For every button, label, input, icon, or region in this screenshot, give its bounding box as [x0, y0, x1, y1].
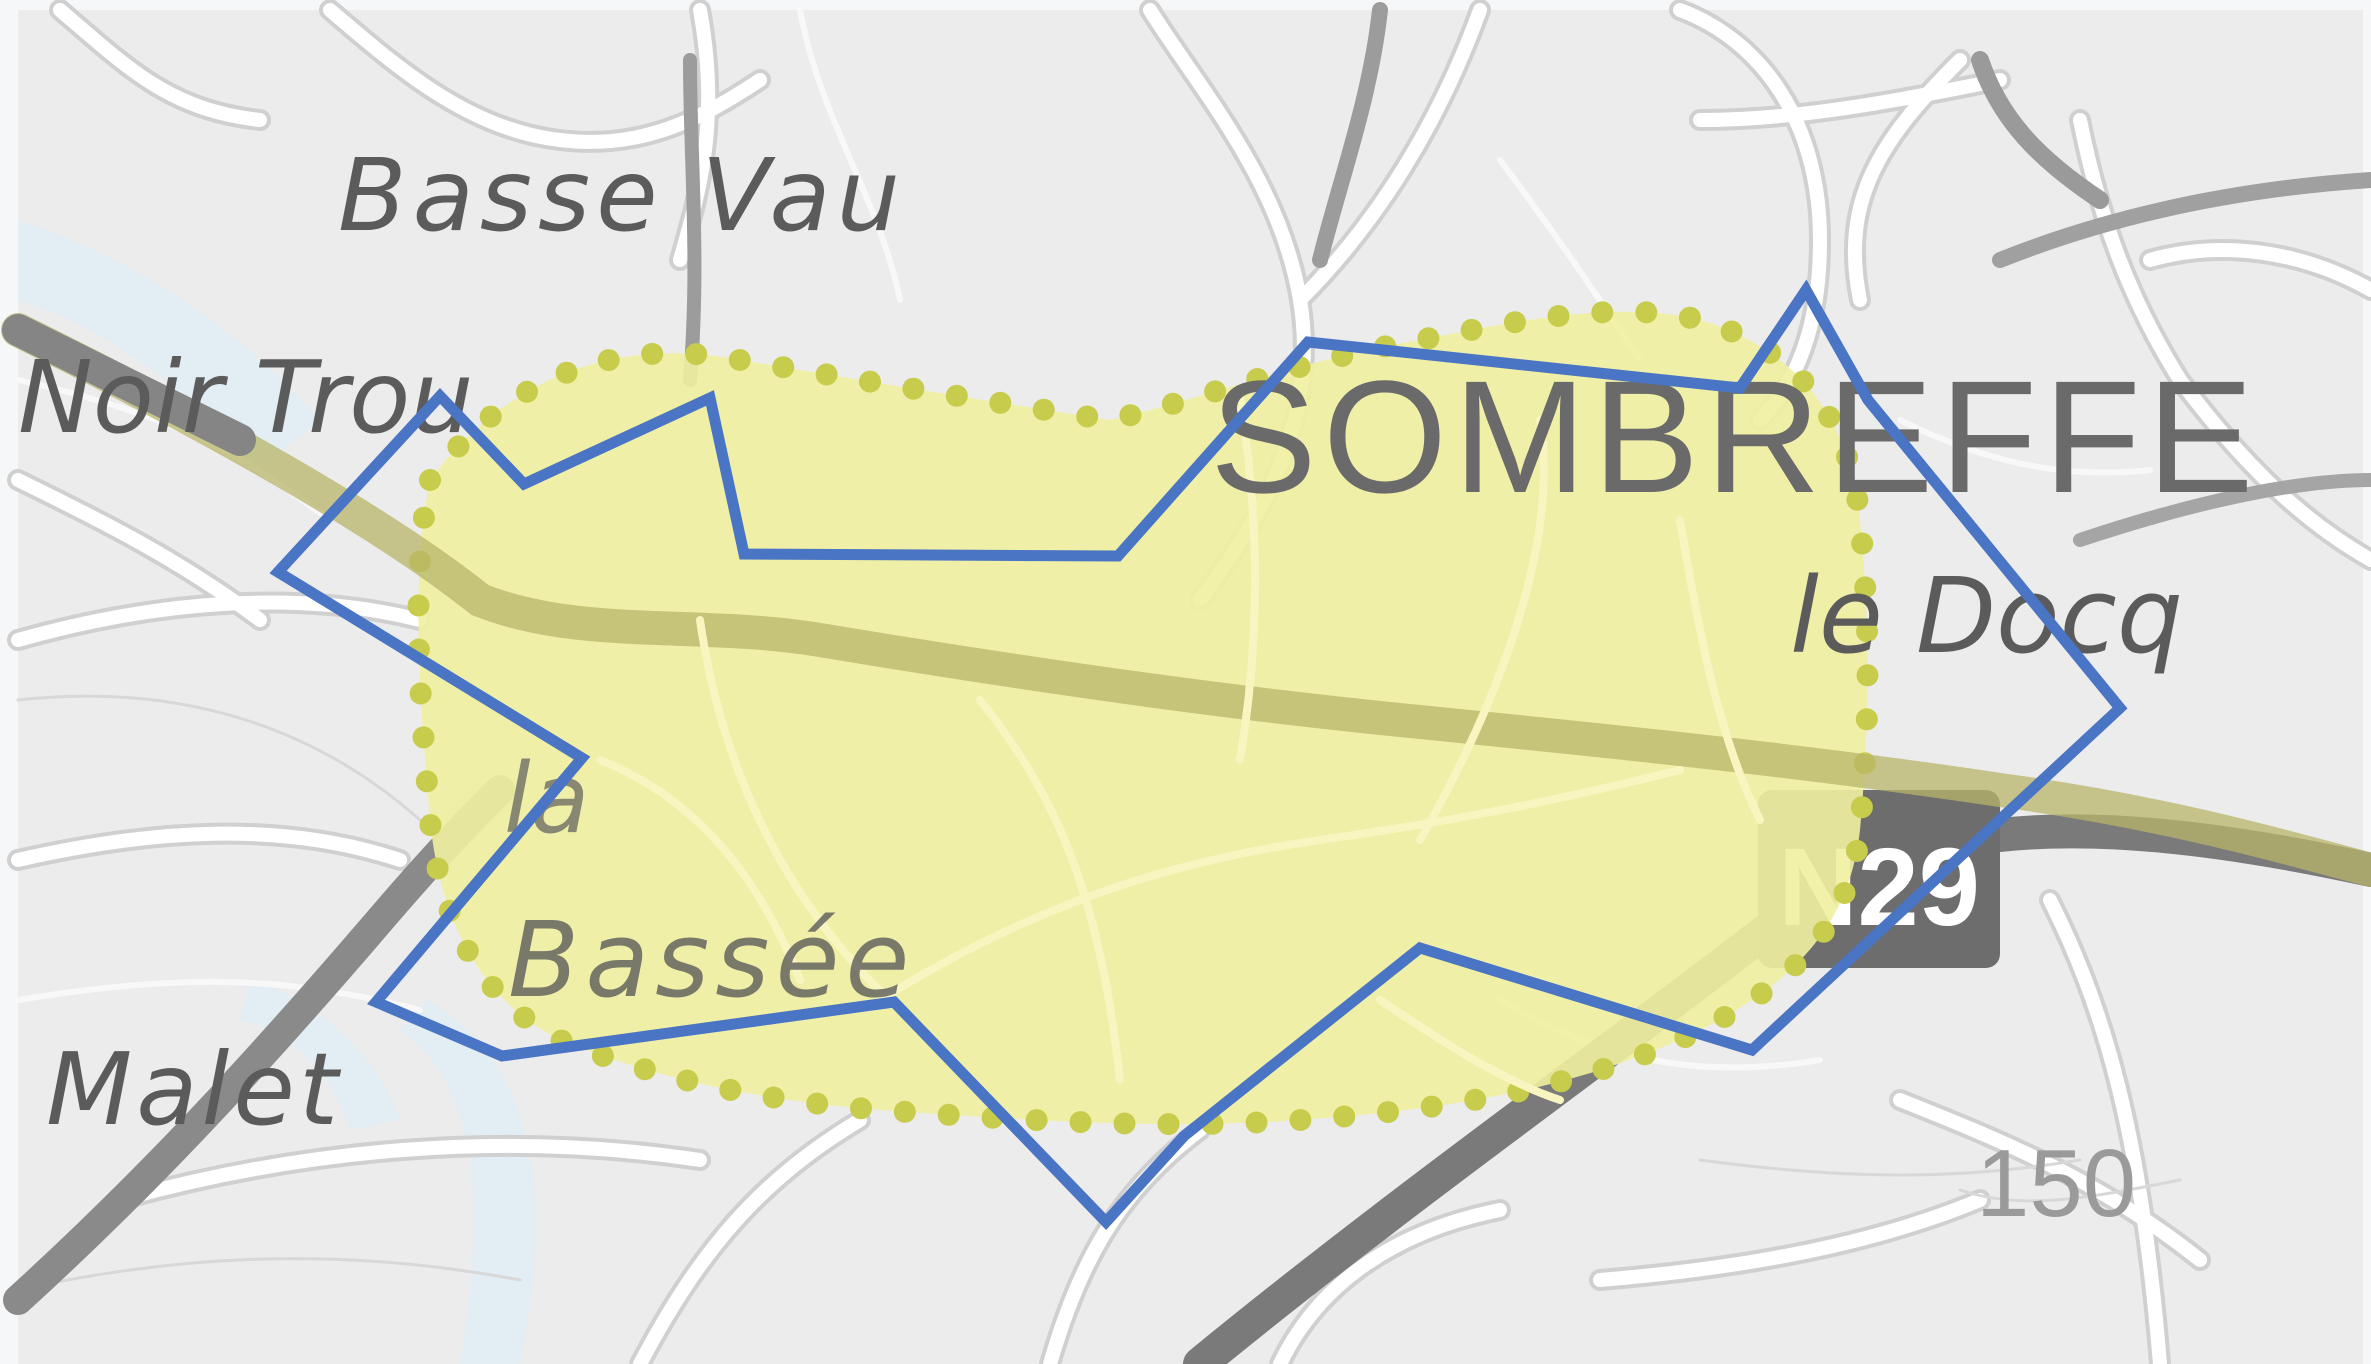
central-road	[1, 313, 2371, 887]
highlight-border-dot	[1245, 1111, 1268, 1134]
highlight-border-dot	[1720, 320, 1743, 343]
highlight-border-dot	[1792, 370, 1815, 393]
highlight-border-dot	[1069, 1111, 1092, 1134]
place-labels: Basse Vau Noir Trou SOMBREFFE le Docq la…	[18, 137, 2260, 1237]
label-le-docq: le Docq	[1790, 555, 2183, 677]
highlight-border-dot	[1845, 839, 1868, 862]
highlight-border-dot	[1032, 398, 1055, 421]
highlight-border-dot	[479, 405, 502, 428]
highlight-border-dot	[597, 349, 620, 372]
highlight-border-dot	[685, 343, 708, 366]
highlight-border-dot	[1713, 1006, 1736, 1028]
highlight-border-dot	[641, 342, 664, 365]
highlight-border-dot	[815, 363, 838, 386]
dotted-yellow-area-border	[407, 301, 1879, 1136]
label-basse-vau: Basse Vau	[338, 137, 906, 254]
highlight-border-dot	[591, 1044, 614, 1067]
highlight-border-dot	[1591, 301, 1614, 324]
highlight-border-dot	[412, 506, 435, 529]
highlight-border-dot	[1846, 488, 1869, 511]
highlight-border-dot	[415, 770, 438, 793]
highlight-border-dot	[1547, 305, 1570, 327]
highlight-border-dot	[419, 469, 441, 491]
highlight-border-dot	[1464, 1088, 1487, 1111]
highlight-border-dot	[762, 1086, 785, 1109]
highlight-border-dot	[1850, 796, 1873, 819]
highlight-border-dot	[1420, 1095, 1443, 1118]
highlight-border-dot	[902, 377, 925, 400]
highlight-border-dot	[676, 1069, 699, 1092]
highlight-border-dot	[1417, 327, 1440, 350]
highlight-border-dot	[1157, 1113, 1180, 1136]
highlight-border-dot	[1503, 311, 1526, 334]
highlight-border-dot	[407, 594, 430, 617]
label-bassee: Bassée	[508, 899, 915, 1021]
highlight-border-dot	[456, 939, 479, 962]
highlight-border-dot	[409, 682, 432, 705]
highlight-border-dot	[937, 1103, 960, 1126]
highlight-border-dot	[1678, 306, 1701, 329]
highlight-border-dot	[1289, 1109, 1312, 1131]
highlight-border-dot	[728, 349, 751, 371]
highlight-border-dot	[859, 370, 881, 393]
highlight-border-dot	[1377, 1101, 1399, 1124]
highlight-border-dot	[1818, 405, 1841, 428]
label-contour-150: 150	[1976, 1130, 2136, 1237]
highlight-border-dot	[516, 380, 538, 403]
highlight-border-dot	[412, 726, 435, 749]
highlight-border-dot	[1855, 708, 1878, 731]
highlight-border-dot	[719, 1078, 742, 1101]
highlight-border-dot	[1851, 532, 1874, 555]
highlight-area[interactable]	[407, 301, 1879, 1136]
highlight-border-dot	[1836, 446, 1858, 468]
highlight-border-dot	[447, 435, 470, 458]
highlight-border-dot	[850, 1097, 872, 1120]
highlight-border-dot	[1856, 664, 1879, 687]
highlight-border-dot	[513, 1006, 536, 1029]
highlight-border-dot	[1113, 1112, 1136, 1135]
highlight-border-dot	[1550, 1070, 1573, 1093]
highlight-border-dot	[945, 384, 968, 407]
label-malet: Malet	[46, 1031, 342, 1148]
highlight-border-dot	[893, 1100, 916, 1123]
highlight-border-dot	[481, 976, 504, 998]
highlight-border-dot	[419, 814, 442, 837]
highlight-border-dot	[1333, 1105, 1356, 1128]
highlight-border-dot	[1246, 368, 1269, 390]
highlight-border-dot	[1161, 392, 1184, 415]
highlight-border-dot	[1784, 954, 1807, 977]
highlight-border-dot	[555, 361, 578, 384]
highlight-border-dot	[1856, 620, 1878, 643]
highlight-border-dot	[1854, 576, 1877, 599]
highlight-border-dot	[806, 1092, 829, 1115]
highlight-border-dot	[1460, 318, 1483, 341]
highlight-border-dot	[1119, 404, 1142, 427]
highlight-border-dot	[633, 1058, 656, 1081]
highlight-border-dot	[1833, 882, 1856, 904]
highlight-border-dot	[1812, 920, 1835, 943]
highlight-border-dot	[772, 356, 795, 379]
highlight-fill[interactable]	[418, 311, 1868, 1125]
highlight-border-dot	[1025, 1109, 1048, 1132]
highlight-minor-roads	[596, 396, 1764, 1104]
label-sombreffe: SOMBREFFE	[1210, 347, 2260, 526]
highlight-border-dot	[1635, 301, 1658, 324]
highlight-border-dot	[1750, 982, 1773, 1005]
highlight-border-dot	[1076, 405, 1099, 428]
highlight-border-dot	[426, 857, 449, 880]
highlight-border-dot	[989, 391, 1012, 414]
highlight-border-dot	[1204, 380, 1227, 403]
highlight-border-dot	[1592, 1058, 1615, 1080]
selection-polygon-outline[interactable]	[269, 279, 2128, 1231]
highlight-border-dot	[1633, 1043, 1656, 1066]
